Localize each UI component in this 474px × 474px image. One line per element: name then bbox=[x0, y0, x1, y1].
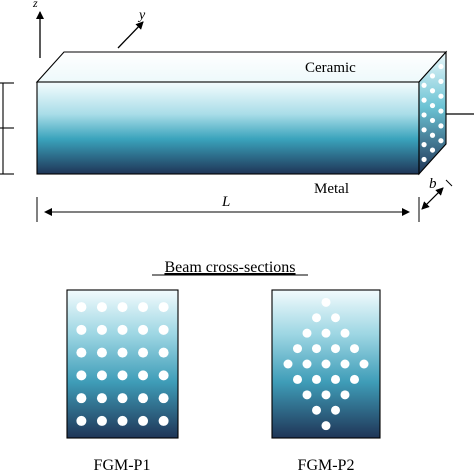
pore-hole bbox=[138, 393, 149, 404]
pore-hole bbox=[359, 359, 369, 369]
section-p1-panel bbox=[66, 289, 179, 439]
pore-hole bbox=[293, 374, 302, 384]
pore-hole bbox=[96, 415, 107, 426]
pore-hole bbox=[302, 359, 312, 369]
pore-hole bbox=[96, 324, 107, 335]
pore-hole bbox=[117, 370, 128, 381]
pore-hole bbox=[117, 415, 128, 426]
pore-hole bbox=[438, 138, 444, 144]
pore-hole bbox=[438, 108, 444, 114]
pore-hole bbox=[438, 78, 444, 84]
pore-hole bbox=[321, 328, 331, 338]
pore-hole bbox=[321, 390, 331, 400]
pore-hole bbox=[350, 344, 359, 354]
pore-hole bbox=[312, 344, 321, 354]
beam-top-face bbox=[35, 51, 448, 83]
pore-hole bbox=[321, 297, 331, 307]
pore-hole bbox=[117, 347, 128, 358]
pore-hole bbox=[138, 302, 149, 313]
pore-hole bbox=[312, 405, 321, 415]
section-p2-porosity bbox=[283, 297, 369, 431]
pore-hole bbox=[138, 415, 149, 426]
pore-hole bbox=[293, 344, 302, 354]
pore-hole bbox=[350, 374, 359, 384]
y-axis-label: y bbox=[137, 8, 146, 23]
pore-hole bbox=[283, 359, 293, 369]
pore-hole bbox=[76, 324, 87, 335]
pore-hole bbox=[158, 324, 169, 335]
pore-hole bbox=[158, 393, 169, 404]
y-axis-line bbox=[117, 21, 144, 49]
pore-hole bbox=[340, 359, 350, 369]
beam-front-face bbox=[36, 81, 420, 175]
pore-hole bbox=[76, 415, 87, 426]
width-dim-line-back bbox=[421, 187, 444, 210]
pore-hole bbox=[158, 347, 169, 358]
pore-hole bbox=[438, 63, 444, 70]
width-ext-line bbox=[445, 179, 453, 187]
cross-section-heading: Beam cross-sections bbox=[164, 259, 295, 276]
pore-hole bbox=[429, 117, 436, 124]
pore-hole bbox=[117, 302, 128, 313]
pore-hole bbox=[421, 112, 427, 118]
pore-hole bbox=[429, 88, 436, 94]
pore-hole bbox=[138, 370, 149, 381]
pore-hole bbox=[421, 127, 427, 133]
pore-hole bbox=[421, 156, 427, 163]
end-face-porosity bbox=[421, 63, 444, 163]
pore-hole bbox=[331, 374, 340, 384]
pore-hole bbox=[429, 73, 436, 79]
pore-hole bbox=[302, 390, 312, 400]
pore-hole bbox=[138, 347, 149, 358]
pore-hole bbox=[421, 97, 427, 103]
pore-hole bbox=[96, 393, 107, 404]
pore-hole bbox=[158, 415, 169, 426]
pore-hole bbox=[117, 324, 128, 335]
pore-hole bbox=[312, 374, 321, 384]
pore-hole bbox=[117, 393, 128, 404]
pore-hole bbox=[340, 390, 350, 400]
section-p2-label: FGM-P2 bbox=[298, 457, 355, 474]
pore-hole bbox=[438, 123, 444, 129]
pore-hole bbox=[331, 313, 340, 323]
pore-hole bbox=[302, 328, 312, 338]
pore-hole bbox=[76, 302, 87, 313]
pore-hole bbox=[321, 421, 331, 431]
pore-hole bbox=[96, 370, 107, 381]
pore-hole bbox=[312, 313, 321, 323]
section-p1-porosity bbox=[76, 302, 169, 426]
pore-hole bbox=[421, 82, 427, 88]
pore-hole bbox=[321, 359, 331, 369]
pore-hole bbox=[438, 93, 444, 99]
pore-hole bbox=[76, 347, 87, 358]
pore-hole bbox=[331, 344, 340, 354]
pore-hole bbox=[96, 302, 107, 313]
pore-hole bbox=[138, 324, 149, 335]
metal-label: Metal bbox=[314, 181, 349, 197]
pore-hole bbox=[340, 328, 350, 338]
pore-hole bbox=[158, 302, 169, 313]
length-label: L bbox=[221, 194, 230, 210]
pore-hole bbox=[421, 142, 427, 148]
pore-hole bbox=[76, 370, 87, 381]
pore-hole bbox=[96, 347, 107, 358]
pore-hole bbox=[158, 370, 169, 381]
ceramic-label: Ceramic bbox=[305, 60, 356, 76]
pore-hole bbox=[429, 132, 436, 138]
section-p1-label: FGM-P1 bbox=[94, 457, 151, 474]
pore-hole bbox=[331, 405, 340, 415]
pore-hole bbox=[76, 393, 87, 404]
width-label: b bbox=[429, 176, 437, 192]
z-axis-label: z bbox=[32, 0, 38, 10]
pore-hole bbox=[429, 147, 436, 153]
pore-hole bbox=[429, 102, 436, 109]
